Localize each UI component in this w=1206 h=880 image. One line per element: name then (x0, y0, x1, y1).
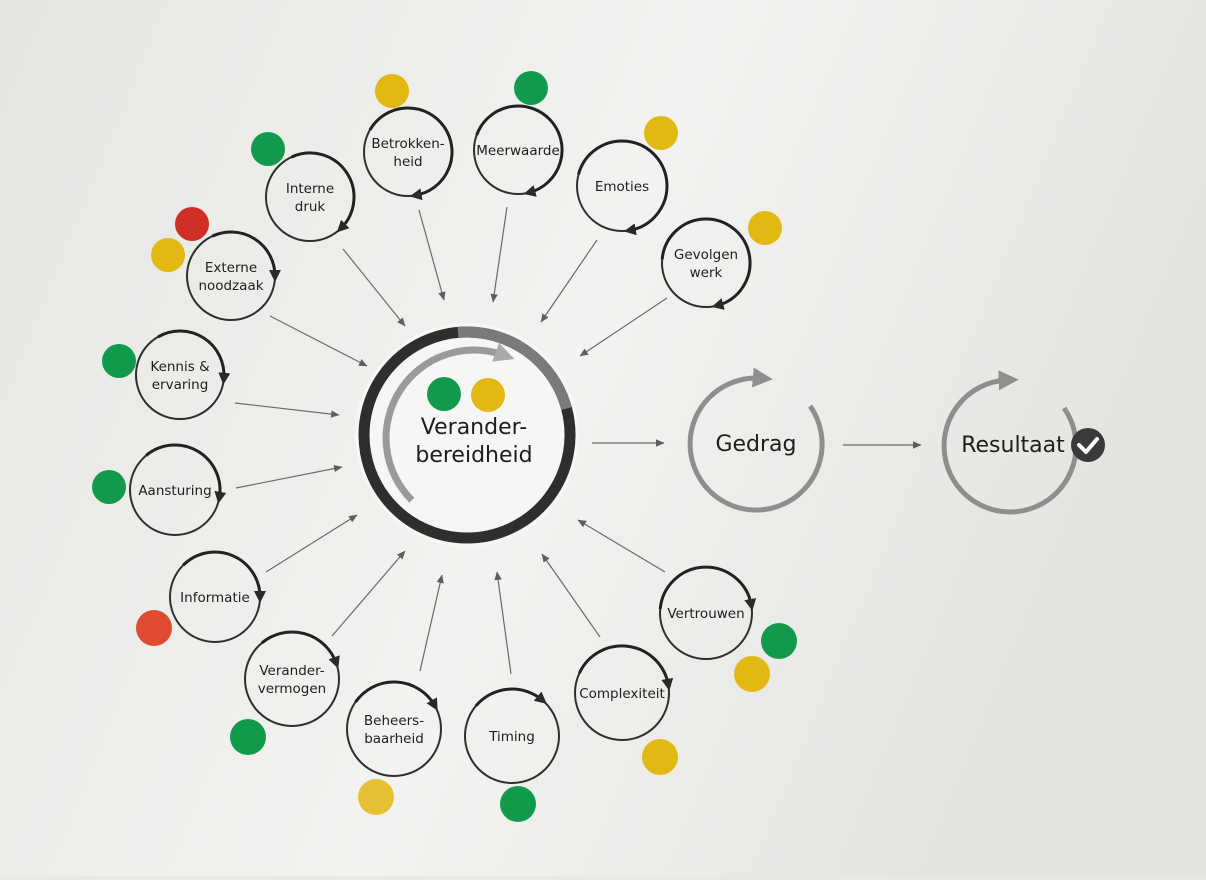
arrow-gevolgen-werk-to-center (579, 297, 668, 357)
red-dot (175, 207, 209, 241)
factor-label: werk (690, 265, 723, 281)
factor-node-kennis-ervaring: Kennis & ervaring (102, 329, 231, 420)
factor-label: Externe (205, 260, 257, 276)
arrow-aansturing-to-center (235, 464, 343, 489)
factor-label: Vertrouwen (667, 606, 744, 622)
factor-arc-arrow (290, 151, 356, 233)
factor-node-externe-noodzaak: Externe noodzaak (151, 207, 281, 321)
factor-arc-arrow (211, 230, 281, 282)
factor-arc-arrow (658, 565, 757, 611)
central-outer-ring (358, 326, 576, 544)
central-yellow-dot (471, 378, 505, 412)
factor-arc-arrow (157, 329, 231, 385)
arrow-verandervermogen-to-center (331, 550, 406, 637)
factor-arc-arrow (182, 550, 266, 603)
central-node: Verander- bereidheid (355, 323, 579, 547)
factor-node-gevolgen-werk: Gevolgen werk (660, 211, 782, 310)
resultaat-ring (941, 370, 1079, 515)
factor-label: Timing (488, 729, 535, 745)
arrow-complexiteit-to-center (541, 553, 601, 638)
yellow-dot (642, 739, 678, 775)
central-outer-ring-light (457, 326, 572, 410)
factor-label: Beheers- (364, 713, 424, 729)
resultaat-node: Resultaat (941, 370, 1105, 515)
factor-arc-arrow (474, 687, 547, 707)
green-dot (500, 786, 536, 822)
factor-node-verandervermogen: Verander-vermogen (230, 630, 340, 755)
factor-label: vermogen (258, 681, 326, 697)
factor-arc-arrow (660, 217, 752, 310)
green-dot (92, 470, 126, 504)
arrow-timing-to-center (494, 571, 512, 675)
gedrag-ring (687, 367, 825, 513)
green-dot (251, 132, 285, 166)
yellow-dot (151, 238, 185, 272)
factor-label: noodzaak (198, 278, 263, 294)
central-label-line1: Verander- (421, 415, 527, 440)
factors-layer: Betrokken-heidMeerwaardeEmotiesGevolgenw… (92, 71, 797, 822)
arrow-interne-druk-to-center (342, 248, 406, 327)
factor-node-aansturing: Aansturing (92, 443, 227, 536)
central-inner-ring (382, 342, 515, 503)
factor-arc-arrow (368, 106, 454, 201)
factor-label: baarheid (364, 731, 424, 747)
green-dot (102, 344, 136, 378)
factor-node-timing: Timing (464, 687, 560, 822)
yellow-dot (375, 74, 409, 108)
factor-arc-arrow (260, 630, 340, 669)
yellow-dot (734, 656, 770, 692)
factor-arc-arrow (475, 104, 564, 197)
orange_red-dot (136, 610, 172, 646)
central-label-line2: bereidheid (415, 443, 532, 468)
factor-label: Emoties (595, 179, 649, 195)
arrow-vertrouwen-to-center (577, 519, 666, 573)
arrow-meerwaarde-to-center (490, 206, 508, 303)
gold-dot (358, 779, 394, 815)
factor-label: Aansturing (138, 483, 211, 499)
arrow-kennis-ervaring-to-center (234, 402, 340, 418)
factor-node-meerwaarde: Meerwaarde (473, 71, 564, 197)
factor-label: Gevolgen (674, 247, 738, 263)
factor-node-emoties: Emoties (576, 116, 678, 236)
factor-node-complexiteit: Complexiteit (574, 644, 678, 775)
arrow-emoties-to-center (540, 239, 598, 323)
factor-arc-arrow (578, 644, 674, 691)
factor-label: Interne (286, 181, 334, 197)
factor-node-beheersbaarheid: Beheers-baarheid (346, 680, 442, 815)
green-dot (514, 71, 548, 105)
arrow-externe-noodzaak-to-center (269, 315, 368, 367)
arrow-informatie-to-center (265, 514, 358, 573)
green-dot (230, 719, 266, 755)
factor-label: ervaring (152, 377, 209, 393)
factor-node-interne-druk: Interne druk (251, 132, 356, 242)
factor-label: Informatie (180, 590, 250, 606)
factor-label: Meerwaarde (476, 143, 560, 159)
gedrag-node: Gedrag (687, 367, 825, 513)
arrow-betrokkenheid-to-center (418, 209, 446, 301)
factor-label: druk (295, 199, 326, 215)
factor-label: heid (393, 154, 422, 170)
factor-arc-arrow (354, 680, 438, 711)
factor-node-vertrouwen: Vertrouwen (658, 565, 797, 692)
resultaat-label: Resultaat (961, 433, 1065, 458)
arrows-layer (234, 206, 922, 675)
gedrag-label: Gedrag (715, 432, 796, 457)
factor-label: Verander- (259, 663, 324, 679)
arrow-beheersbaarheid-to-center (419, 574, 444, 672)
factor-label: Kennis & (150, 359, 210, 375)
central-green-dot (427, 377, 461, 411)
factor-label: Betrokken- (371, 136, 444, 152)
yellow-dot (748, 211, 782, 245)
factor-arc-arrow (577, 139, 669, 236)
factor-node-betrokkenheid: Betrokken-heid (363, 74, 454, 201)
green-dot (761, 623, 797, 659)
factor-label: Complexiteit (579, 686, 665, 702)
check-circle-icon (1071, 428, 1105, 462)
yellow-dot (644, 116, 678, 150)
factor-arc-arrow (145, 443, 227, 504)
factor-node-informatie: Informatie (136, 550, 266, 646)
